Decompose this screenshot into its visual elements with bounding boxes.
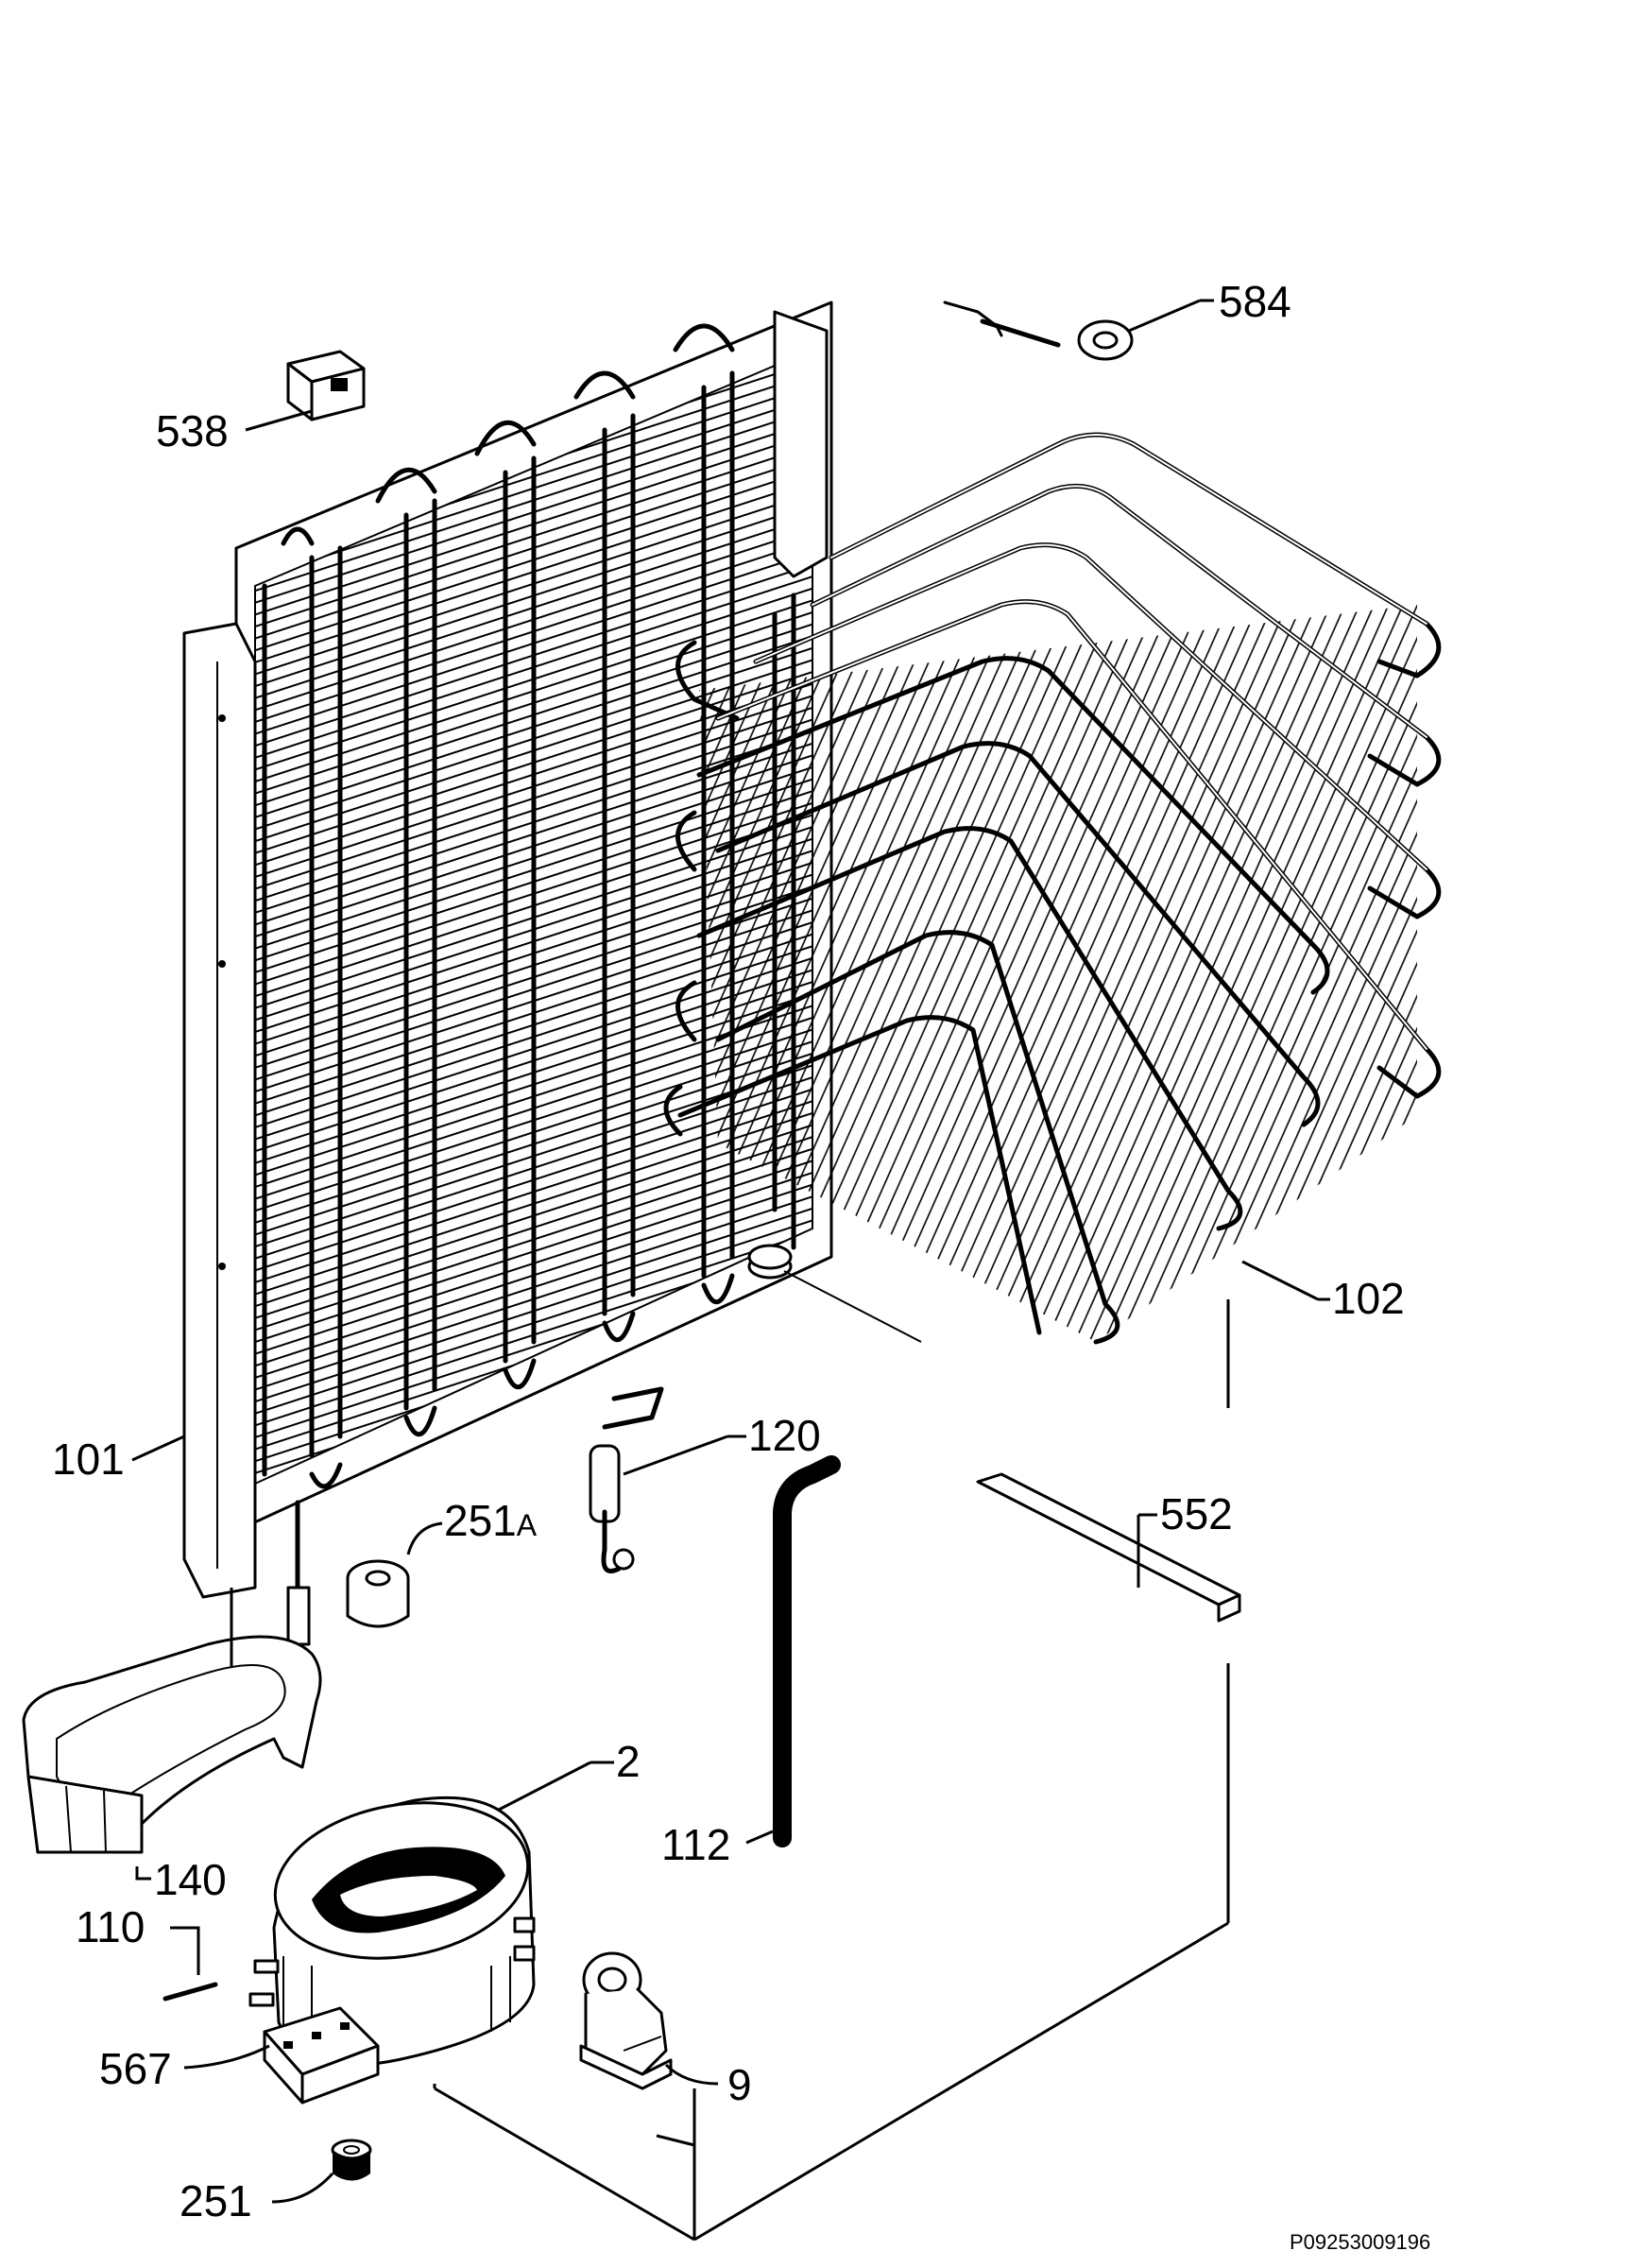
pin-110 <box>162 1926 218 2002</box>
leader-567 <box>183 2044 270 2070</box>
evaporator-102 <box>663 432 1442 1345</box>
reference-code: P09253009196 <box>1290 2230 1430 2254</box>
label-251: 251 <box>179 2176 252 2225</box>
label-538: 538 <box>156 406 229 455</box>
sensor-584 <box>943 299 1214 361</box>
label-567: 567 <box>99 2044 172 2093</box>
part-120 <box>589 1386 746 1573</box>
cabinet-outline <box>230 1299 1230 2242</box>
condenser-101 <box>182 301 833 1647</box>
label-112: 112 <box>661 1820 730 1869</box>
label-552: 552 <box>1160 1489 1233 1538</box>
grommet-251 <box>271 2139 372 2204</box>
grommet-251a <box>346 1521 443 1628</box>
label-110: 110 <box>76 1902 145 1951</box>
leader-101 <box>131 1435 185 1462</box>
label-251a-number: 251 <box>444 1496 517 1545</box>
tray-140 <box>22 1635 322 1881</box>
compressor-2 <box>248 1761 614 2105</box>
label-9: 9 <box>727 2060 752 2109</box>
label-2: 2 <box>616 1737 641 1786</box>
label-251a-suffix: A <box>517 1508 538 1542</box>
drain-tube-112 <box>745 1455 841 1847</box>
strip-552 <box>976 1472 1241 1623</box>
label-101: 101 <box>52 1435 125 1484</box>
label-584: 584 <box>1219 277 1291 326</box>
relay-9 <box>579 1951 719 2090</box>
label-140: 140 <box>154 1855 227 1904</box>
leader-102 <box>1241 1260 1319 1301</box>
label-251a: 251A <box>444 1496 538 1545</box>
label-120: 120 <box>748 1411 821 1460</box>
connector-538 <box>245 350 366 432</box>
label-102: 102 <box>1332 1274 1405 1323</box>
